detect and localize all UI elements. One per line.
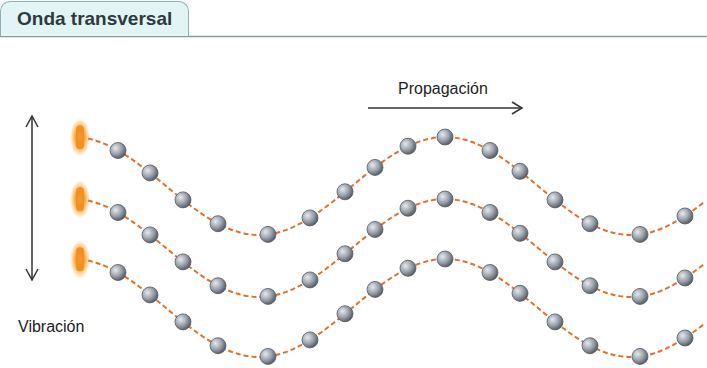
wave-string (80, 137, 704, 235)
vibration-source (70, 240, 90, 278)
vibration-source (70, 180, 90, 218)
particle (175, 254, 191, 270)
particle (632, 288, 648, 304)
title-tab: Onda transversal (0, 1, 189, 36)
particle (632, 348, 648, 364)
wave-row (70, 180, 704, 304)
particle (175, 314, 191, 330)
particle (260, 348, 276, 364)
particle (302, 332, 318, 348)
vibration-source-core (76, 187, 84, 211)
vibration-source-core (76, 247, 84, 271)
vibration-source (70, 118, 90, 156)
particle (437, 129, 453, 145)
particle (400, 138, 416, 154)
particle (175, 192, 191, 208)
particle (302, 210, 318, 226)
particle (582, 338, 598, 354)
vibration-label: Vibración (16, 318, 86, 336)
particle (210, 278, 226, 294)
particle (210, 216, 226, 232)
particle (337, 246, 353, 262)
particle (337, 306, 353, 322)
particle (110, 142, 126, 158)
vibration-source-core (76, 125, 84, 149)
wave-string (80, 259, 704, 357)
particle (582, 278, 598, 294)
particle (337, 184, 353, 200)
particle (367, 159, 383, 175)
particle (210, 338, 226, 354)
particle (367, 281, 383, 297)
particle (677, 270, 693, 286)
particle (482, 264, 498, 280)
particle (142, 165, 158, 181)
particle (142, 227, 158, 243)
title-text: Onda transversal (17, 8, 172, 30)
vibration-arrow (26, 116, 38, 280)
particle (400, 260, 416, 276)
wave-rows (70, 118, 704, 364)
particle (482, 142, 498, 158)
particle (677, 208, 693, 224)
particle (437, 251, 453, 267)
propagation-arrow (368, 102, 522, 114)
particle (582, 216, 598, 232)
particle (302, 272, 318, 288)
particle (142, 287, 158, 303)
particle (110, 264, 126, 280)
wave-row (70, 240, 704, 364)
particle (367, 221, 383, 237)
particle (260, 226, 276, 242)
particle (512, 163, 528, 179)
particle (512, 285, 528, 301)
particle (547, 254, 563, 270)
particle (400, 200, 416, 216)
particle (677, 330, 693, 346)
particle (512, 225, 528, 241)
particle (110, 204, 126, 220)
particle (547, 314, 563, 330)
particle (437, 191, 453, 207)
particle (632, 226, 648, 242)
particle (260, 288, 276, 304)
wave-string (80, 199, 704, 297)
particle (547, 192, 563, 208)
propagation-label: Propagación (396, 80, 490, 98)
particle (482, 204, 498, 220)
wave-row (70, 118, 704, 242)
